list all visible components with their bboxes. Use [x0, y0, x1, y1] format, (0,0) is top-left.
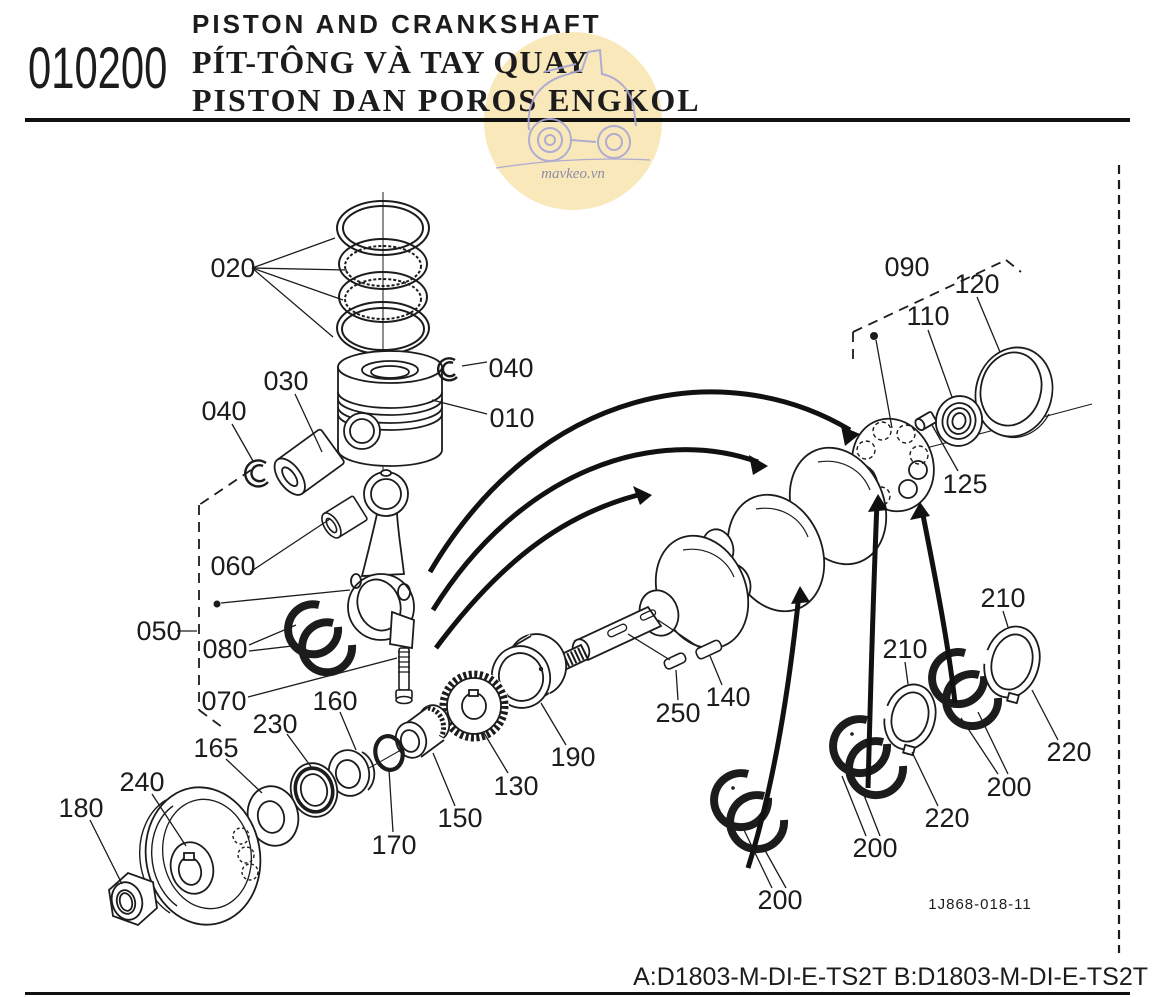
reference-dots [213, 332, 878, 608]
part-label-160: 160 [312, 686, 357, 716]
part-label-030: 030 [263, 366, 308, 396]
assembly-arrows [427, 389, 958, 869]
part-label-250: 250 [655, 698, 700, 728]
part-label-040-left: 040 [201, 396, 246, 426]
part-label-120: 120 [954, 269, 999, 299]
part-label-060: 060 [210, 551, 255, 581]
arrow-heads [633, 426, 930, 604]
part-labels: 020 030 040 040 010 060 050 080 070 230 … [58, 252, 1091, 915]
part-label-230: 230 [252, 709, 297, 739]
footer-rule [25, 992, 1130, 995]
rod-bolt [395, 647, 413, 705]
rod-bearing-shells [284, 600, 357, 677]
front-parts [108, 633, 568, 927]
part-label-180: 180 [58, 793, 103, 823]
part-label-200-left: 200 [757, 885, 802, 915]
leader-lines [89, 237, 1059, 889]
part-label-090: 090 [884, 252, 929, 282]
part-label-080: 080 [202, 634, 247, 664]
piston-pin [273, 428, 345, 496]
part-label-040-right: 040 [488, 353, 533, 383]
part-label-130: 130 [493, 771, 538, 801]
part-label-150: 150 [437, 803, 482, 833]
part-label-070: 070 [201, 686, 246, 716]
rod-bushing [321, 495, 368, 539]
part-label-220-mid: 220 [924, 803, 969, 833]
part-label-165: 165 [193, 733, 238, 763]
section-code: 010200 [28, 36, 168, 101]
page-title-vi: PÍT-TÔNG VÀ TAY QUAY [192, 44, 589, 80]
model-codes: A:D1803-M-DI-E-TS2T B:D1803-M-DI-E-TS2T [633, 963, 1148, 991]
part-label-050: 050 [136, 616, 181, 646]
group-brackets [198, 165, 1121, 953]
part-label-020: 020 [210, 253, 255, 283]
watermark-text: mavkeo.vn [541, 166, 605, 182]
part-label-220-right: 220 [1046, 737, 1091, 767]
part-label-110: 110 [906, 301, 949, 331]
part-label-010: 010 [489, 403, 534, 433]
part-label-125: 125 [942, 469, 987, 499]
part-label-210-right: 210 [980, 583, 1025, 613]
shaft-keys [663, 639, 723, 670]
part-label-240: 240 [119, 767, 164, 797]
page-title-en: PISTON AND CRANKSHAFT [192, 9, 602, 39]
piston-rings [336, 200, 430, 355]
part-label-200-right: 200 [986, 772, 1031, 802]
thrust-rings [881, 625, 1041, 757]
part-label-210-mid: 210 [882, 634, 927, 664]
figure-code: 1J868-018-11 [928, 896, 1031, 913]
part-label-200-mid: 200 [852, 833, 897, 863]
part-label-140: 140 [705, 682, 750, 712]
part-label-190: 190 [550, 742, 595, 772]
part-label-170: 170 [371, 830, 416, 860]
piston [337, 350, 443, 467]
connecting-rod [347, 469, 415, 650]
rear-bearing [914, 346, 1054, 447]
